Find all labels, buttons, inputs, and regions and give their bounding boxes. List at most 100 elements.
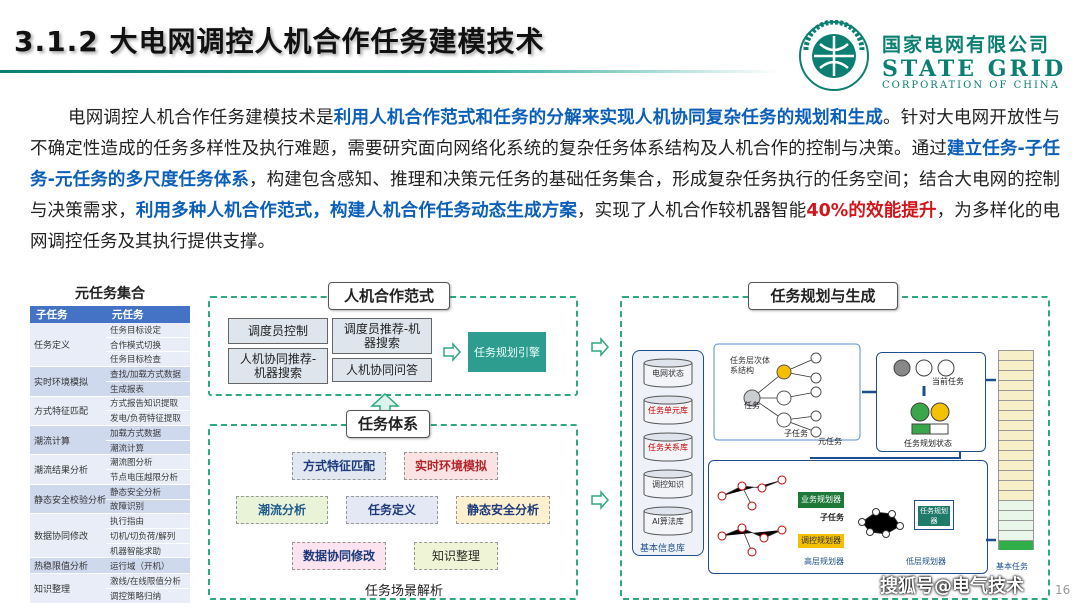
task-planner: 任务规划器 [918,506,950,526]
table-cell-metatask: 激线/在线限值分析 [106,573,190,590]
arrow-right-icon [591,490,609,510]
tree-metatask-label: 元任务 [818,437,842,446]
table-row: 热稳限值分析运行域（开机） [30,557,190,575]
hmi-panel-label: 人机合作范式 [328,282,450,310]
mode-collab-qa: 人机协同问答 [332,358,432,382]
tree-task-label: 任务 [744,401,760,410]
task-mode-match: 方式特征匹配 [292,452,386,480]
base-task-stack [998,350,1034,558]
intro-paragraph: 电网调控人机合作任务建模技术是利用人机合作范式和任务的分解来实现人机协同复杂任务… [30,103,1060,258]
table-cell-metatask: 切机/切负荷/解列 [106,528,190,544]
business-planner: 业务规划器 [798,492,844,508]
table-cell-subtask: 潮流结果分析 [30,454,107,485]
database-cylinder: 任务单元库 [642,395,694,425]
base-task-cell [998,350,1034,360]
database-icon [643,395,693,425]
base-task-cell [998,360,1034,370]
base-task-cell [998,500,1034,510]
base-task-cell [998,490,1034,500]
table-cell-metatask: 故障识别 [106,499,190,515]
table-cell-metatask: 发电/负荷特征提取 [106,410,190,426]
task-system-label: 任务体系 [346,410,430,438]
table-cell-metatask: 潮流图分析 [106,454,190,471]
meta-table-title: 元任务集合 [75,286,145,302]
para-text-4: ，实现了人机合作较机器智能 [577,201,807,221]
tree-subtask-label: 子任务 [784,429,808,438]
hierarchy-tree-diagram [713,343,861,441]
database-cylinder: 调控知识 [642,469,694,499]
database-label: 任务关系库 [648,443,688,452]
base-task-cell [998,520,1034,530]
para-highlight-3: 利用多种人机合作范式，构建人机合作任务动态生成方案 [135,201,577,221]
base-task-cell [998,430,1034,440]
table-cell-metatask: 节点电压越限分析 [106,469,190,485]
table-row: 静态安全校验分析静态安全分析 [30,484,190,515]
para-highlight-2: 建立任务-子任务-元任务的多尺度任务体系 [30,139,1061,190]
low-level-planner-label: 低层规划器 [906,557,946,566]
table-cell-metatask: 任务目标检查 [106,351,190,368]
table-row: 节点电压越限分析 [30,469,190,485]
base-task-label: 基本任务 [996,562,1028,571]
table-row: 方式特征匹配方式报告知识提取 [30,396,190,426]
table-cell-subtask: 潮流计算 [30,425,107,456]
table-cell-metatask: 方式报告知识提取 [106,396,190,412]
mode-dispatcher-control: 调度员控制 [228,318,328,344]
base-task-cell [998,380,1034,390]
task-realtime-sim: 实时环境模拟 [404,452,498,480]
table-row: 故障识别 [30,499,190,515]
table-row: 潮流计算加载方式数据 [30,425,190,456]
para-text-1: 电网调控人机合作任务建模技术是 [68,108,334,128]
table-cell-metatask: 运行域（开机） [106,557,190,575]
task-definition: 任务定义 [346,496,438,524]
table-row: 发电/负荷特征提取 [30,410,190,426]
table-header-metatask: 元任务 [106,306,190,323]
state-grid-logo-icon [799,20,869,91]
slide-title: 3.1.2 大电网调控人机合作任务建模技术 [14,25,545,58]
table-cell-metatask: 执行指由 [106,513,190,529]
table-row: 任务目标检查 [30,351,190,368]
logo-chinese-name: 国家电网有限公司 [882,34,1051,56]
tree-caption: 任务层次体系结构 [730,356,770,375]
table-cell-subtask: 方式特征匹配 [30,396,107,426]
base-task-cell [998,470,1034,480]
current-task-label: 当前任务 [932,377,964,386]
subtask-label: 子任务 [820,513,844,522]
planner-graph-left [717,475,787,557]
title-underline [0,70,780,73]
task-planner-box [914,500,954,530]
para-highlight-1: 利用人机合作范式和任务的分解来实现人机协同复杂任务的规划和生成 [333,108,884,128]
table-cell-subtask: 静态安全校验分析 [30,484,107,515]
logo-english-name: STATE GRID [882,56,1067,82]
current-task-diagram [893,359,955,435]
task-static-security: 静态安全分析 [456,496,550,524]
table-cell-metatask: 合作模式切换 [106,337,190,353]
meta-task-table: 子任务 元任务 任务定义任务目标设定合作模式切换任务目标检查实时环境模拟查找/加… [30,306,190,604]
table-row: 调控策略归纳 [30,588,190,604]
base-task-cell [998,450,1034,460]
table-row: 任务定义任务目标设定 [30,323,190,368]
para-text-5: ，为多样化的电网调控任务及其执行提供支撑。 [30,201,1061,252]
base-task-cell [998,390,1034,400]
high-level-planner-label: 高层规划器 [804,557,844,566]
table-cell-subtask: 数据协同修改 [30,513,107,559]
table-cell-metatask: 查找/加载方式数据 [106,366,190,382]
database-cylinder: 电网状态 [642,358,694,388]
base-task-cell [998,510,1034,520]
database-icon [643,469,693,499]
table-cell-metatask: 加载方式数据 [106,425,190,441]
table-row: 数据协同修改执行指由 [30,513,190,559]
database-label: AI算法库 [652,517,684,526]
table-cell-subtask: 知识整理 [30,573,107,604]
base-task-cell [998,420,1034,430]
plan-state-label: 任务规划状态 [904,439,952,448]
table-cell-metatask: 潮流计算 [106,440,190,456]
table-cell-metatask: 机器智能求助 [106,543,190,559]
base-task-cell [998,370,1034,380]
para-text-3: ，构建包含感知、推理和决策元任务的基础任务集合，形成复杂任务执行的任务空间；结合… [30,170,1060,221]
table-row: 机器智能求助 [30,543,190,559]
task-planning-engine: 任务规划引擎 [468,332,546,372]
task-power-flow: 潮流分析 [236,496,328,524]
database-cylinder: 任务关系库 [642,432,694,462]
database-icon [643,432,693,462]
table-row: 实时环境模拟查找/加载方式数据 [30,366,190,397]
